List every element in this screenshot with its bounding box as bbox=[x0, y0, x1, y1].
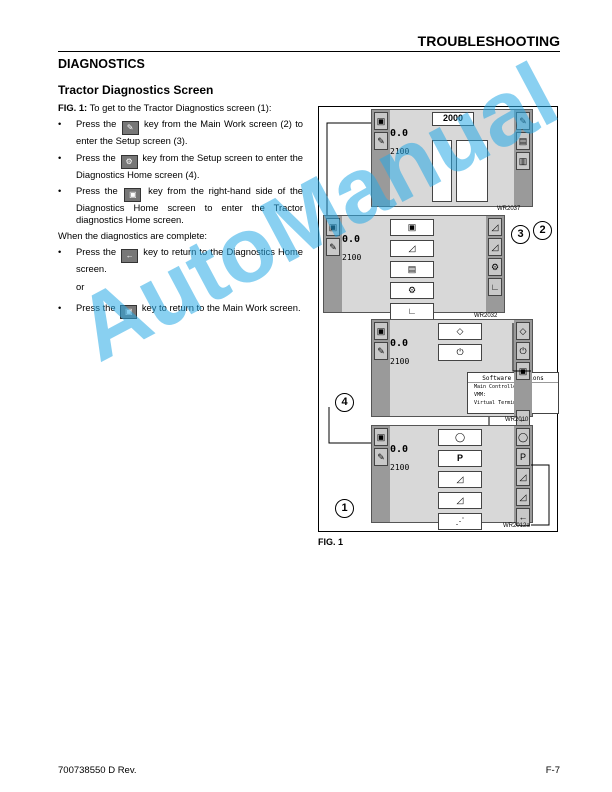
footer-page: F-7 bbox=[545, 765, 560, 776]
setup-icon: ⚙ bbox=[120, 154, 138, 169]
software-versions-panel: Software Versions Main Controller: VMM: … bbox=[467, 372, 559, 414]
step-2: Press the ⚙ key from the Setup screen to… bbox=[58, 152, 303, 180]
after-step-1: Press the ← key to return to the Diagnos… bbox=[58, 246, 303, 274]
wrench-icon: ✎ bbox=[121, 121, 139, 136]
tractor-diag-icon: ▣ bbox=[124, 188, 142, 203]
code-2: WR2032 bbox=[474, 313, 498, 319]
step-3: Press the ▣ key from the right-hand side… bbox=[58, 185, 303, 225]
engine-rpm: 2100 bbox=[390, 147, 410, 156]
code-3: WR2010 bbox=[505, 417, 529, 423]
wrench-icon: ✎ bbox=[374, 132, 388, 150]
main-work-screen: ▣✎ 0.0 2100 2000 ✎▤▥ bbox=[371, 109, 533, 207]
or-text: or bbox=[76, 280, 85, 292]
after-step-2: Press the ▣ key to return to the Main Wo… bbox=[58, 302, 303, 320]
callout-3: 3 bbox=[511, 225, 530, 244]
header-rule bbox=[58, 51, 560, 52]
figure-label: FIG. 1 bbox=[318, 537, 344, 547]
complete-text: When the diagnostics are complete: bbox=[58, 230, 208, 242]
code-4: WR2012a bbox=[503, 523, 530, 529]
callout-1: 1 bbox=[335, 499, 354, 518]
ground-speed: 0.0 bbox=[390, 128, 409, 139]
back-arrow-icon: ← bbox=[121, 249, 139, 264]
tractor-icon: ▣ bbox=[374, 112, 388, 130]
footer-doc: 700738550 D Rev. bbox=[58, 765, 137, 776]
callout-4: 4 bbox=[335, 393, 354, 412]
gauge-curve bbox=[456, 140, 488, 202]
speed-display: 2000 bbox=[432, 112, 474, 126]
instructions: FIG. 1: To get to the Tractor Diagnostic… bbox=[58, 102, 303, 324]
gauge-bar bbox=[432, 140, 452, 202]
tractor-home-icon: ▣ bbox=[120, 305, 138, 320]
intro: FIG. 1: To get to the Tractor Diagnostic… bbox=[58, 102, 272, 113]
callout-2: 2 bbox=[533, 221, 552, 240]
section-header: TROUBLESHOOTING bbox=[417, 33, 560, 49]
subheading: Tractor Diagnostics Screen bbox=[58, 83, 214, 97]
flow-arrows bbox=[326, 122, 550, 526]
code-1: WR2037 bbox=[497, 206, 521, 212]
heading: DIAGNOSTICS bbox=[58, 57, 145, 71]
step-1: Press the ✎ key from the Main Work scree… bbox=[58, 118, 303, 146]
